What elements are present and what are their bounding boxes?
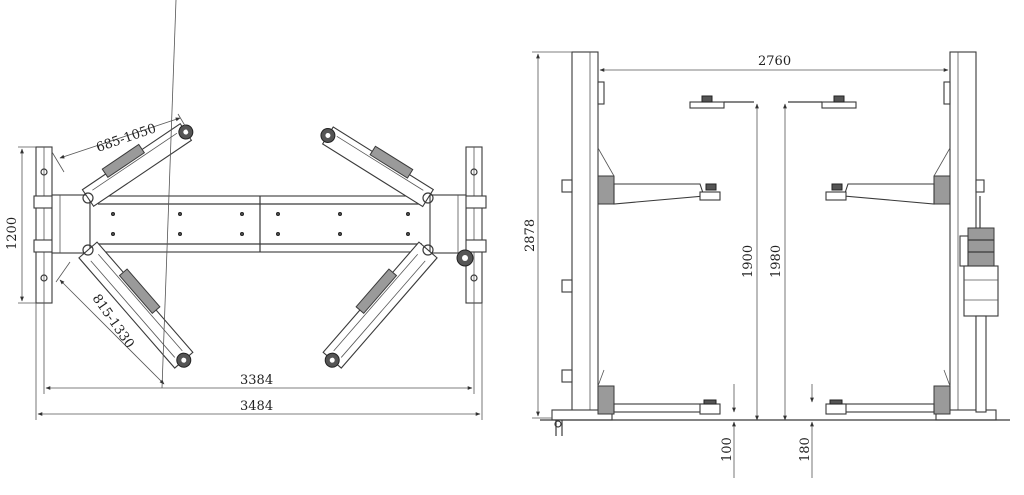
dim-height-2878: 2878 (523, 51, 572, 419)
dim-text-100: 100 (720, 437, 735, 462)
left-carriage-raised (597, 147, 721, 205)
dim-text-2878: 2878 (523, 219, 538, 252)
motor-icon (456, 249, 474, 267)
dim-text-180: 180 (798, 437, 813, 462)
dim-text-3484: 3484 (240, 399, 273, 414)
top-view: 685-1050 815-1330 1200 3384 3484 (5, 0, 487, 420)
front-view: 2760 2878 1900 1980 100 (523, 51, 1010, 478)
left-column-top (33, 146, 91, 304)
lift-pad-top-left (689, 95, 754, 109)
dim-lift-1900: 1900 (741, 103, 759, 421)
power-unit (959, 196, 999, 413)
dim-length-3384: 3384 (43, 303, 475, 394)
dim-width-2760: 2760 (599, 54, 949, 72)
dim-text-1200: 1200 (5, 217, 20, 250)
left-carriage-lower (597, 369, 721, 415)
right-carriage-raised (825, 147, 951, 205)
right-carriage-lower (825, 369, 951, 415)
dim-text-1980: 1980 (769, 245, 784, 278)
dim-lift-1980: 1980 (769, 103, 787, 421)
dim-text-1900: 1900 (741, 245, 756, 278)
lift-pad-top-right (788, 95, 857, 109)
right-column-top (427, 146, 487, 304)
dim-text-3384: 3384 (240, 373, 273, 388)
dim-length-3484: 3484 (35, 303, 483, 420)
dim-pad-100: 100 (720, 384, 736, 478)
dim-width-1200: 1200 (5, 146, 36, 304)
left-column-front (551, 51, 613, 436)
dim-text-2760: 2760 (758, 54, 791, 69)
dim-pad-180: 180 (798, 384, 814, 478)
overhead-beam-top (89, 195, 431, 253)
arm-bottom-right (322, 241, 438, 369)
arm-top-right (320, 126, 435, 208)
